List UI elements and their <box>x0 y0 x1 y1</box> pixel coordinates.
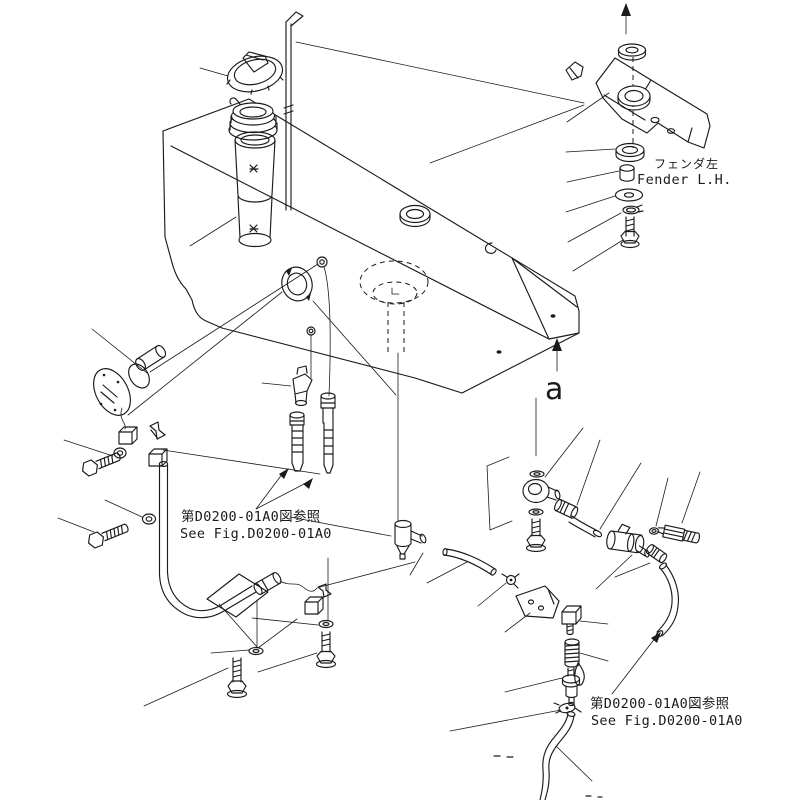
sender-mounting-ring <box>281 266 313 302</box>
tank-outline <box>162 98 580 394</box>
fender-label-en: Fender L.H. <box>637 172 732 188</box>
sender-bolt-2 <box>88 523 129 549</box>
plate-bolt-1 <box>226 657 248 699</box>
callout-a-label: a <box>545 372 563 407</box>
sender-washer-2 <box>141 513 157 525</box>
fender-group: フェンダ左 Fender L.H. <box>565 3 732 272</box>
arrowhead-icon <box>651 632 661 643</box>
fuel-tank <box>162 97 580 397</box>
cube-head-bolt <box>561 605 582 636</box>
fender-top-washer <box>617 43 647 61</box>
cover-plate <box>206 573 269 618</box>
see-fig-right-line2: See Fig.D0200-01A0 <box>591 713 743 729</box>
see-fig-right-line1: 第D0200-01A0図参照 <box>590 695 729 712</box>
tank-top-front-edge <box>170 145 550 340</box>
plug-fitting <box>306 256 331 397</box>
plate-washer-1 <box>248 646 264 656</box>
break-dashes <box>493 755 603 798</box>
bottom-hose <box>539 711 576 800</box>
arrowhead-icon <box>303 478 313 489</box>
knurled-sleeve <box>564 638 585 686</box>
plate-projection-lines <box>218 599 298 649</box>
banjo-group <box>486 456 603 553</box>
fuel-pipe <box>158 461 332 619</box>
bent-tube <box>568 515 603 538</box>
filler-neck <box>228 97 278 141</box>
sender-wire <box>120 407 126 430</box>
connector-cube-2 <box>148 448 168 467</box>
right-hose <box>655 562 680 638</box>
see-fig-left-line2: See Fig.D0200-01A0 <box>180 526 332 542</box>
drain-valve <box>394 519 427 560</box>
strainer <box>234 131 276 248</box>
fender-flat-washer <box>614 188 644 202</box>
plate-bolt-2 <box>315 631 337 669</box>
callout-a-arrow-icon <box>552 338 562 351</box>
breather-port-ring <box>399 204 431 228</box>
see-fig-right-callout: 第D0200-01A0図参照 See Fig.D0200-01A0 <box>590 632 743 729</box>
fender-bracket <box>565 57 711 149</box>
fender-bolt <box>620 216 640 249</box>
fender-leader-lines <box>565 92 624 272</box>
elbow-fitting <box>292 365 313 407</box>
gauge-rod <box>283 11 304 211</box>
bottom-right-group <box>493 585 603 800</box>
sender-washer-1 <box>113 447 127 459</box>
fender-label-jp: フェンダ左 <box>654 156 719 171</box>
center-fittings <box>289 352 537 589</box>
harness-wire <box>279 580 318 592</box>
connector-cube-1 <box>118 426 138 445</box>
short-hose <box>442 547 497 576</box>
tube-nipple <box>554 498 579 519</box>
hose-2 <box>320 392 336 474</box>
banjo-gasket-top <box>529 470 545 478</box>
callout-a: a <box>545 338 563 407</box>
banjo-fitting <box>522 478 561 504</box>
see-fig-left-callout: 第D0200-01A0図参照 See Fig.D0200-01A0 <box>180 468 332 542</box>
arrowhead-icon <box>279 468 289 479</box>
see-fig-left-line1: 第D0200-01A0図参照 <box>181 508 320 525</box>
fender-bushing <box>615 142 645 163</box>
tank-face-hole <box>550 314 556 318</box>
wire-clip <box>149 421 166 440</box>
sender-float <box>128 363 150 389</box>
elbow-bolt-fitting <box>657 524 701 544</box>
cover-plate-group <box>206 573 337 699</box>
fitting-stack <box>561 667 581 707</box>
wire-hook <box>484 242 497 254</box>
tank-right-end-crease <box>511 257 580 340</box>
sender-plate <box>93 368 131 416</box>
hose-clip <box>501 573 520 589</box>
leader-lines <box>57 41 701 782</box>
valve-group <box>606 523 701 638</box>
plate-washer-2 <box>318 619 334 629</box>
harness-clip <box>317 583 332 598</box>
drain-drop-line <box>397 352 537 522</box>
suction-port-dashed <box>359 260 429 352</box>
hose-1 <box>289 411 305 472</box>
fender-collar <box>619 164 635 182</box>
sender-float-cylinder <box>135 344 167 371</box>
sender-bolt-1 <box>82 452 121 477</box>
filler-parts <box>226 11 304 248</box>
hose-nipple <box>645 544 668 564</box>
fuel-cap <box>226 51 284 95</box>
banjo-bolt <box>525 518 547 553</box>
connector-cube-3 <box>304 596 324 615</box>
tank-face-hole <box>496 350 502 354</box>
fender-lock-washer <box>622 204 644 215</box>
hose-clamp <box>553 702 582 714</box>
fuel-sender-unit <box>82 344 168 549</box>
banjo-bracket-frame <box>486 456 513 531</box>
assembly-arrow-up-icon <box>621 3 631 16</box>
mount-bracket <box>515 585 560 619</box>
banjo-gasket-bottom <box>528 508 544 516</box>
valve-gasket-ring <box>648 527 660 535</box>
